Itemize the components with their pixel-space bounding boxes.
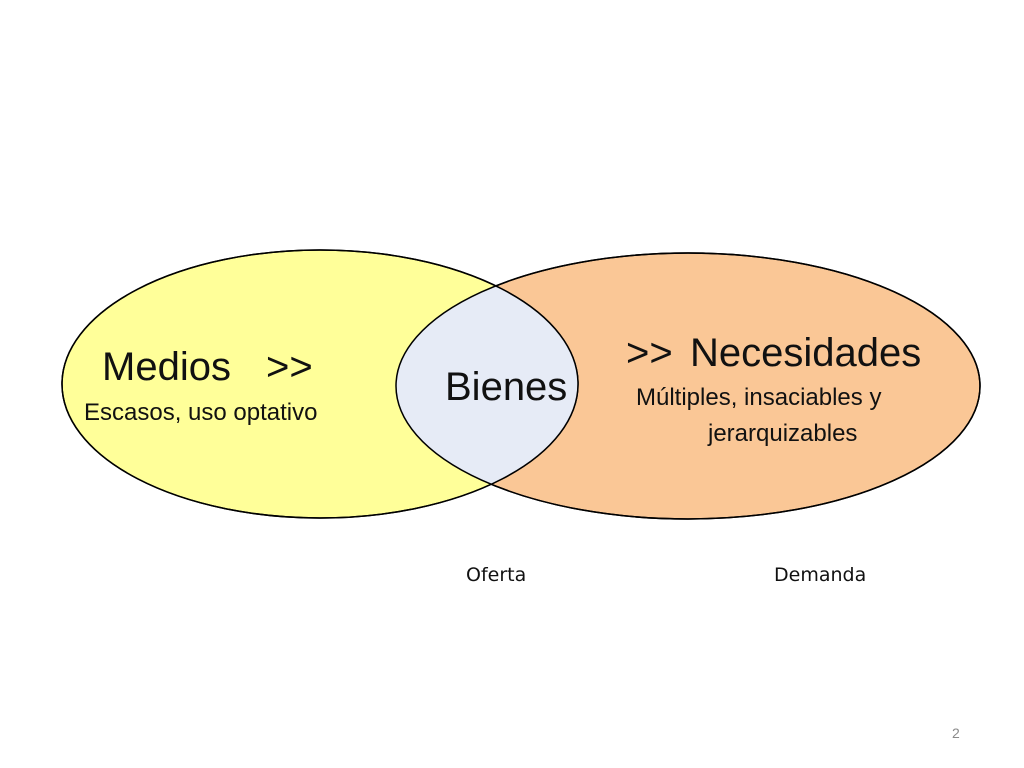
necesidades-subtitle-line2: jerarquizables (707, 420, 857, 447)
page-number: 2 (952, 725, 960, 741)
medios-subtitle: Escasos, uso optativo (84, 399, 317, 426)
medios-set-outline (61, 249, 579, 519)
bienes-label: Bienes (445, 365, 567, 409)
medios-arrow: >> (266, 345, 313, 389)
medios-title: Medios (102, 345, 231, 389)
necesidades-arrow: >> (626, 331, 673, 375)
demanda-caption: Demanda (774, 564, 867, 586)
necesidades-title: Necesidades (690, 331, 921, 375)
oferta-caption: Oferta (466, 564, 527, 586)
necesidades-set-outline (395, 252, 981, 520)
necesidades-subtitle-line1: Múltiples, insaciables y (636, 384, 881, 411)
